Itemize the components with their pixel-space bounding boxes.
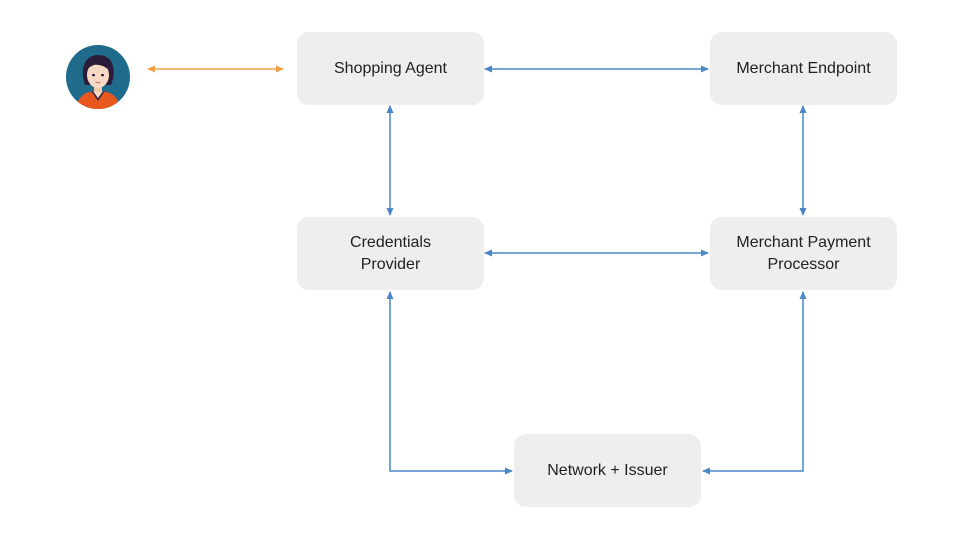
node-shopping-agent: Shopping Agent (297, 32, 484, 105)
user-avatar-icon (66, 45, 130, 109)
node-shopping-agent-label: Shopping Agent (334, 59, 447, 77)
node-credentials-provider-label: Credentials Provider (350, 233, 431, 273)
node-merchant-endpoint-label: Merchant Endpoint (736, 59, 871, 77)
node-credentials-provider: Credentials Provider (297, 217, 484, 290)
connector-payment-processor-network-issuer (702, 291, 807, 475)
node-network-issuer-label: Network + Issuer (547, 461, 668, 479)
node-network-issuer: Network + Issuer (514, 434, 701, 507)
node-merchant-endpoint: Merchant Endpoint (710, 32, 897, 105)
connector-credentials-provider-network-issuer (386, 291, 513, 475)
node-merchant-payment-processor-label: Merchant Payment Processor (736, 233, 871, 273)
node-merchant-payment-processor: Merchant Payment Processor (710, 217, 897, 290)
